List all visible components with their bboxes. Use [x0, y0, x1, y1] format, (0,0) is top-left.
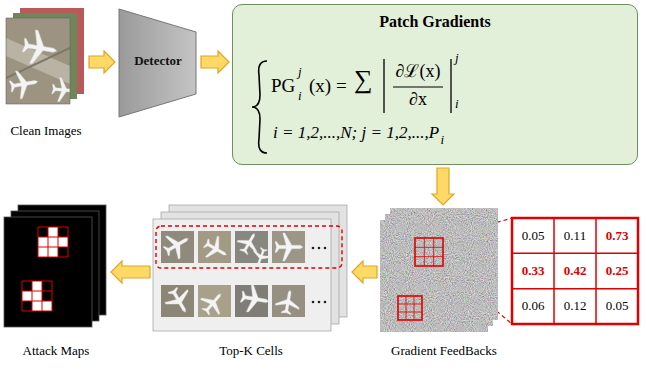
formula-numerator: ∂ℒ(x): [388, 61, 448, 82]
image-stack: Attack Maps: [4, 205, 108, 365]
table-cell: 0.05: [596, 289, 638, 324]
airplane-shape: [8, 68, 40, 100]
cell-thumbnail: [272, 285, 305, 317]
fraction-bar: [393, 86, 443, 87]
airplane-shape: [239, 283, 271, 315]
cell-thumbnail: [235, 283, 271, 317]
caption: Attack Maps: [23, 344, 90, 359]
noise-image: [380, 220, 488, 332]
block-arrow: [432, 168, 454, 205]
airplane-shape: [234, 228, 264, 258]
zoom-grid-line: [595, 218, 597, 324]
process-box: Patch GradientsPGij(x) =∑∂ℒ(x)∂xiji = 1,…: [232, 4, 638, 165]
airplane-shape: [20, 28, 59, 67]
table-cell: 0.73: [596, 218, 638, 253]
formula-superscript: j: [298, 65, 302, 80]
attack-cells: [38, 227, 68, 257]
block-arrow: [111, 261, 150, 283]
box-title: Patch Gradients: [233, 13, 637, 31]
cell-thumbnail: [161, 283, 197, 319]
table-cell: 0.33: [512, 253, 554, 288]
panel: [153, 219, 331, 331]
ellipsis-dot: [318, 247, 321, 250]
cell-thumbnail: [196, 285, 231, 320]
node-art: [153, 205, 349, 365]
table-cell: 0.42: [554, 253, 596, 288]
node-art: [4, 205, 108, 365]
formula-range: i = 1,2,...,N; j = 1,2,...,P: [273, 123, 439, 143]
zoom-grid: [512, 218, 638, 324]
formula-subscript: i: [298, 89, 302, 104]
cell-thumbnail: [159, 227, 195, 263]
cell-thumbnail: [234, 228, 273, 269]
formula-term: PG: [271, 75, 295, 97]
airplane-shape: [200, 233, 233, 266]
zoom-grid-line: [512, 253, 638, 255]
block-label: Detector: [118, 54, 198, 69]
image-stack: Gradient FeedBacks: [380, 208, 508, 368]
formula-superscript: j: [455, 51, 459, 66]
selection-outline: [156, 226, 342, 268]
image-stack: Clean Images: [6, 8, 86, 142]
brace: [252, 61, 267, 153]
airplane-shape: [196, 286, 230, 320]
image-stack: Top-K Cells: [153, 205, 349, 365]
caption: Top-K Cells: [219, 344, 283, 359]
ellipsis-dot: [312, 301, 315, 304]
airplane-shape: [159, 227, 195, 263]
table-cell: 0.11: [554, 218, 596, 253]
cell-thumbnail: [198, 231, 232, 265]
image-border: [6, 18, 70, 104]
detector-block: Detector: [118, 8, 198, 118]
airplane-shape: [161, 283, 197, 319]
ellipsis-dot: [318, 301, 321, 304]
ellipsis-dot: [324, 247, 327, 250]
table-cell: 0.06: [512, 289, 554, 324]
attack-cells: [22, 281, 52, 311]
zoom-grid-line: [553, 218, 555, 324]
formula-sum: ∑: [354, 65, 373, 95]
formula-denominator: ∂x: [388, 89, 448, 110]
formula-subscript: i: [455, 97, 459, 112]
airplane-shape: [274, 288, 302, 316]
formula-subscript: i: [441, 133, 445, 148]
formula-term: (x) =: [309, 75, 347, 97]
abs-bar: [383, 59, 384, 113]
table-cell: 0.25: [596, 253, 638, 288]
aerial-image: [6, 18, 77, 104]
block-arrow: [352, 261, 377, 283]
airplane-shape: [249, 245, 272, 268]
table-cell: 0.12: [554, 289, 596, 324]
block-arrow: [89, 51, 115, 73]
abs-bar: [450, 59, 451, 113]
caption: Clean Images: [10, 124, 81, 139]
ellipsis-dot: [324, 301, 327, 304]
patch-grid: [398, 296, 422, 320]
cell-thumbnail: [272, 231, 305, 263]
zoom-grid-line: [512, 288, 638, 290]
airplane-shape: [275, 233, 303, 261]
ellipsis-dot: [312, 247, 315, 250]
airplane-shape: [51, 77, 77, 103]
attack-map: [4, 217, 92, 327]
caption: Gradient FeedBacks: [391, 344, 497, 359]
node-art: [6, 8, 86, 142]
patch-grid: [415, 238, 443, 266]
table-cell: 0.05: [512, 218, 554, 253]
block-arrow: [201, 51, 229, 73]
